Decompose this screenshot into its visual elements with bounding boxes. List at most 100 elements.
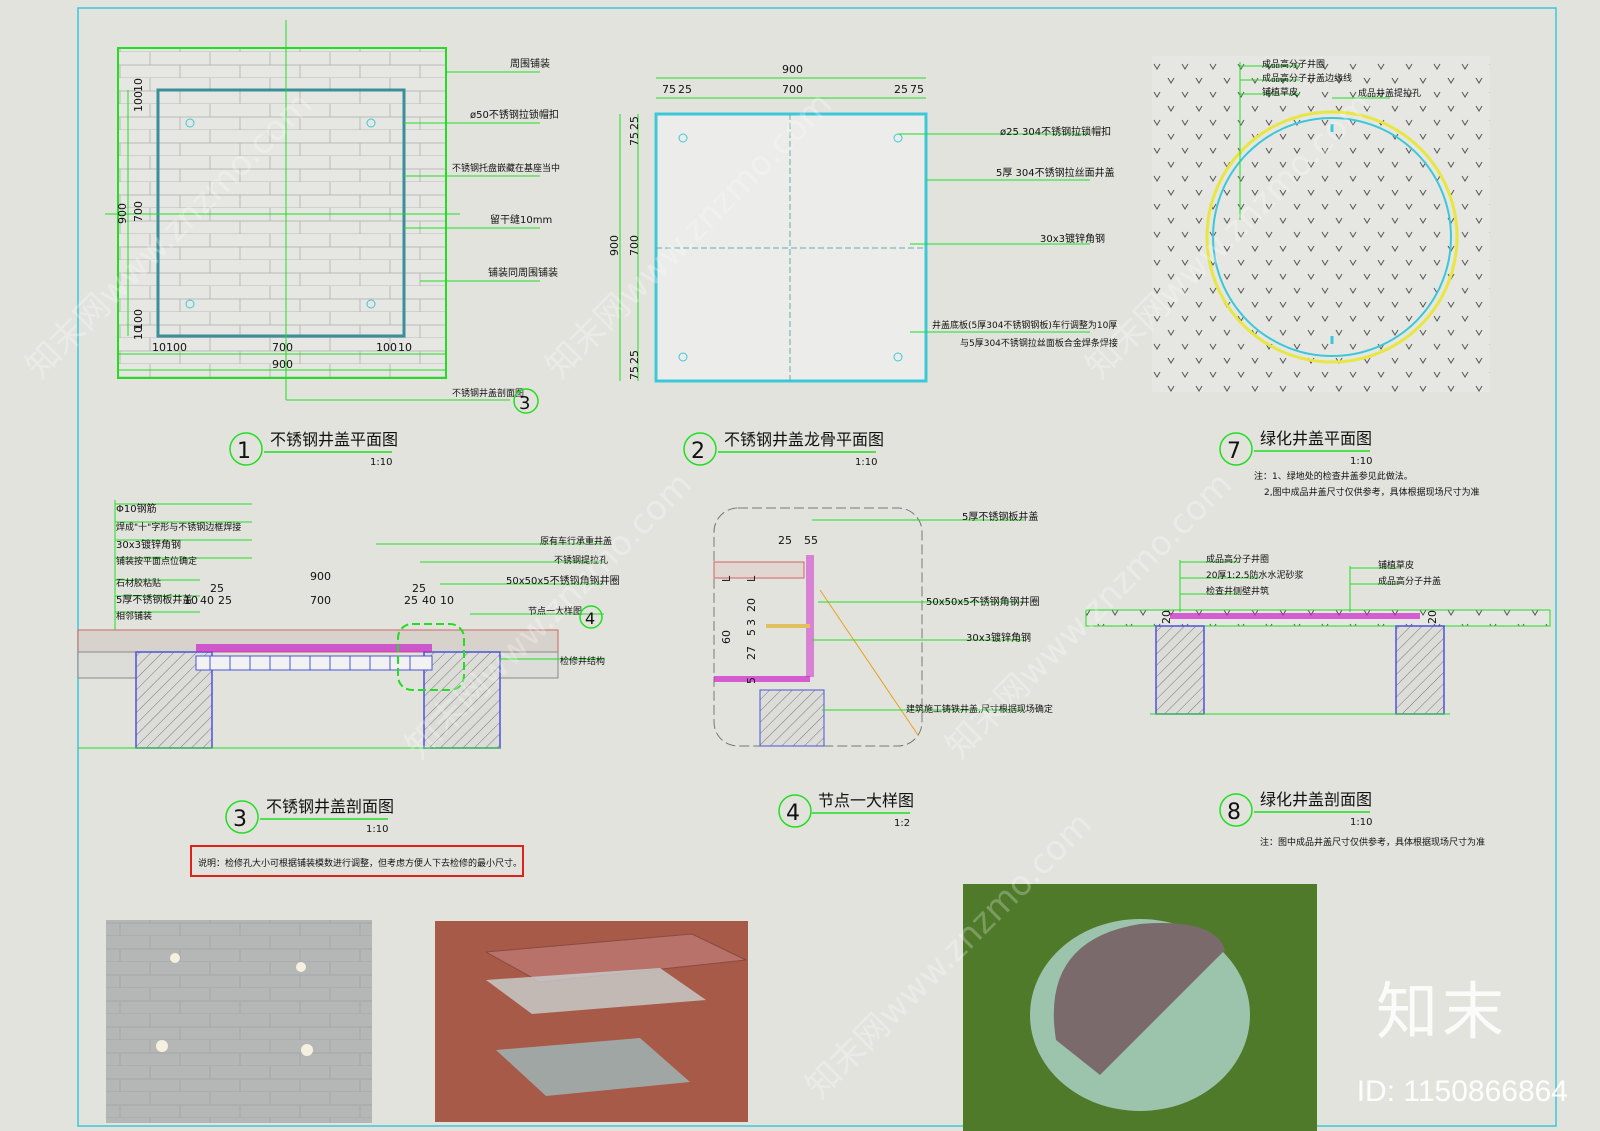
d3-num: 3 — [233, 807, 247, 832]
d8-title: 绿化井盖剖面图 — [1260, 790, 1372, 809]
d2-note-4: 井盖底板(5厚304不锈钢钢板)车行调整为10厚 — [932, 319, 1117, 331]
cover-plate — [1170, 613, 1420, 619]
dim: 27 — [745, 646, 758, 660]
lock-cap-icon — [678, 352, 688, 362]
d8-note-l1: 成品高分子井圈 — [1206, 553, 1269, 565]
resource-id: ID: 1150866864 — [1356, 1075, 1568, 1108]
d7-note-4: 成品井盖提拉孔 — [1358, 87, 1421, 99]
d3-note-l5: 石材胶粘贴 — [116, 577, 161, 589]
dim: 10 — [398, 341, 412, 354]
dim: 75 — [628, 366, 641, 380]
dim: 55 — [804, 534, 818, 547]
brand-logo: 知末 — [1375, 975, 1508, 1048]
d8-dim-right: 20 — [1426, 610, 1439, 624]
d8-dim-left: 20 — [1160, 610, 1173, 624]
d8-num: 8 — [1227, 800, 1241, 825]
drawing-7-green-plan: 成品高分子井圈 成品高分子井盖边缘线 铺植草皮 成品井盖提拉孔 7 绿化井盖平面… — [1152, 56, 1490, 498]
drawing-1-plan: 周围铺装 ø50不锈钢拉锁帽扣 不锈钢托盘嵌藏在基座当中 留干缝10mm 铺装同… — [105, 20, 560, 468]
dim: 100 — [132, 91, 145, 112]
dim: 700 — [310, 594, 331, 607]
photo-paving — [106, 920, 372, 1123]
d3-note-r2: 不锈钢提拉孔 — [554, 554, 608, 566]
dim: 20 — [745, 598, 758, 612]
dim: 900 — [116, 203, 129, 224]
d3-note-l1: Φ10钢筋 — [116, 502, 157, 515]
dim: 25 — [678, 83, 692, 96]
d1-note-4: 留干缝10mm — [490, 213, 552, 226]
d3-note-l7: 相邻铺装 — [116, 610, 152, 622]
lock-cap-icon — [366, 299, 376, 309]
dim: 900 — [310, 570, 331, 583]
dim: 10 — [132, 326, 145, 340]
watermark-text: 知末网www.znzmo.com — [398, 464, 700, 766]
d8-note-l3: 检查井侧壁井筑 — [1206, 585, 1269, 597]
cover-edge — [1205, 110, 1459, 364]
dim: 900 — [782, 63, 803, 76]
dim: 75 — [662, 83, 676, 96]
dim: 700 — [782, 83, 803, 96]
d1-section-mark: 3 — [519, 393, 530, 414]
well-wall — [759, 689, 825, 747]
dim: 25 — [628, 116, 641, 130]
d7-num: 7 — [1227, 439, 1241, 464]
lock-cap-icon — [893, 352, 903, 362]
dim: 10 — [184, 594, 198, 607]
detail-callout — [397, 623, 465, 691]
dim: 100 — [132, 309, 145, 330]
d4-note-4: 建筑施工铸铁井盖,尺寸根据现场确定 — [906, 703, 1053, 715]
d2-note-2: 5厚 304不锈钢拉丝面井盖 — [996, 166, 1115, 179]
dim: 10 — [132, 78, 145, 92]
dim: 25 — [628, 350, 641, 364]
dim: 40 — [422, 594, 436, 607]
d4-note-1: 5厚不锈钢板井盖 — [962, 510, 1038, 523]
drawing-3-section: Φ10钢筋 焊成"十"字形与不锈钢边框焊接 30x3镀锌角钢 铺装按平面点位确定… — [77, 500, 620, 877]
dim: 25 — [412, 582, 426, 595]
d1-note-2: ø50不锈钢拉锁帽扣 — [470, 108, 559, 121]
lock-cap-icon — [678, 133, 688, 143]
d3-title: 不锈钢井盖剖面图 — [266, 797, 394, 816]
dim: 25 — [210, 582, 224, 595]
d4-title: 节点一大样图 — [818, 791, 914, 810]
d3-note-r3: 50x50x5不锈钢角钢井圈 — [506, 574, 620, 587]
dim: 75 — [628, 132, 641, 146]
well-wall-right — [423, 651, 501, 749]
d4-note-3: 30x3镀锌角钢 — [966, 631, 1031, 644]
d4-num: 4 — [786, 801, 800, 826]
d3-note-l6: 5厚不锈钢板井盖 — [116, 593, 192, 606]
drawing-2-frame-plan: ø25 304不锈钢拉锁帽扣 5厚 304不锈钢拉丝面井盖 30x3镀锌角钢 井… — [608, 63, 1118, 468]
dim: 60 — [720, 630, 733, 644]
section-mark-circle — [513, 388, 539, 414]
dim: 25 — [778, 534, 792, 547]
frame-grid — [195, 655, 433, 671]
dim: 25 — [894, 83, 908, 96]
d1-note-1: 周围铺装 — [510, 57, 550, 70]
cover-ring — [1212, 117, 1452, 357]
d3-note-l3: 30x3镀锌角钢 — [116, 538, 181, 551]
d1-note-6: 不锈钢井盖剖面图 — [452, 387, 524, 399]
lock-cap-icon — [185, 299, 195, 309]
d3-note-r1: 原有车行承重井盖 — [540, 535, 612, 547]
d1-note-3: 不锈钢托盘嵌藏在基座当中 — [452, 162, 560, 174]
d2-note-3: 30x3镀锌角钢 — [1040, 232, 1105, 245]
dim: 10 — [152, 341, 166, 354]
dim: 5 — [745, 677, 758, 684]
d3-note-r4: 节点一大样图 — [528, 605, 582, 617]
d7-remark-2: 2,图中成品井盖尺寸仅供参考，具体根据现场尺寸为准 — [1264, 486, 1480, 498]
dim: 700 — [272, 341, 293, 354]
d8-note-l2: 20厚1:2.5防水水泥砂浆 — [1206, 569, 1304, 581]
dim: 3 — [745, 619, 758, 626]
dim: 75 — [910, 83, 924, 96]
d2-note-1: ø25 304不锈钢拉锁帽扣 — [1000, 125, 1111, 138]
d3-note-l4: 铺装按平面点位确定 — [116, 555, 197, 567]
lawn-area — [1152, 56, 1490, 392]
d1-num: 1 — [237, 439, 251, 464]
d8-remark: 注：图中成品井盖尺寸仅供参考，具体根据现场尺寸为准 — [1260, 836, 1485, 848]
d7-title: 绿化井盖平面图 — [1260, 429, 1372, 448]
d7-remark-1: 注：1、绿地处的检查井盖参见此做法。 — [1254, 470, 1413, 482]
d1-scale: 1:10 — [370, 457, 392, 468]
dim: 700 — [628, 235, 641, 256]
d3-warning: 说明：检修孔大小可根据铺装模数进行调整，但考虑方便人下去检修的最小尺寸。 — [198, 857, 522, 869]
d1-note-5: 铺装同周围铺装 — [488, 266, 558, 279]
d4-note-2: 50x50x5不锈钢角钢井圈 — [926, 595, 1040, 608]
warning-box — [190, 845, 524, 877]
